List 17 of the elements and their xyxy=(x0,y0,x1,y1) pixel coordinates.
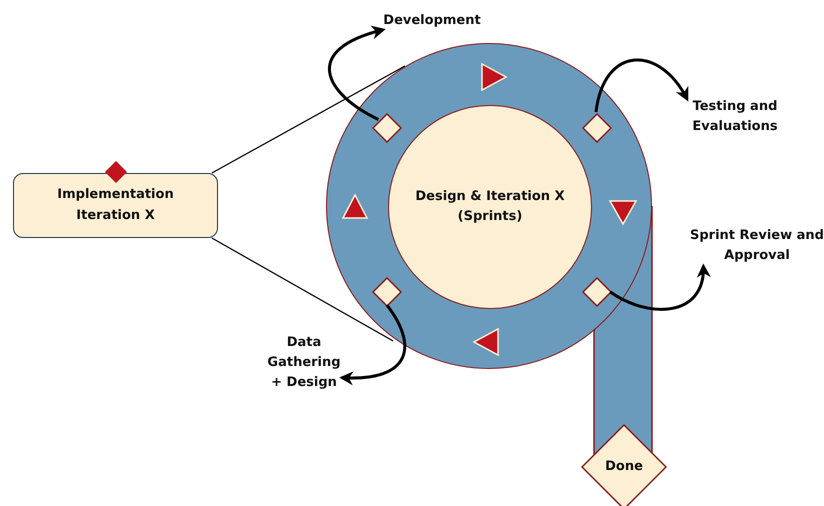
end-diamond: Done xyxy=(581,424,667,506)
phase-label: Development xyxy=(382,10,482,32)
process-box: Implementation Iteration X xyxy=(13,173,218,238)
step-diamond xyxy=(372,277,402,307)
phase-label: Sprint Review and Approval xyxy=(690,224,824,268)
connector-line xyxy=(212,237,394,342)
step-diamond xyxy=(582,113,612,143)
step-diamond xyxy=(582,277,612,307)
curved-arrow xyxy=(328,26,386,121)
curved-arrow xyxy=(339,304,406,385)
curved-arrow xyxy=(594,58,688,112)
step-diamond xyxy=(372,113,402,143)
curved-arrow xyxy=(609,263,710,311)
phase-label: Data Gathering + Design xyxy=(266,331,342,395)
connector-line xyxy=(212,66,406,174)
phase-label: Testing and Evaluations xyxy=(687,95,783,139)
center-circle: Design & Iteration X (Sprints) xyxy=(388,105,592,309)
